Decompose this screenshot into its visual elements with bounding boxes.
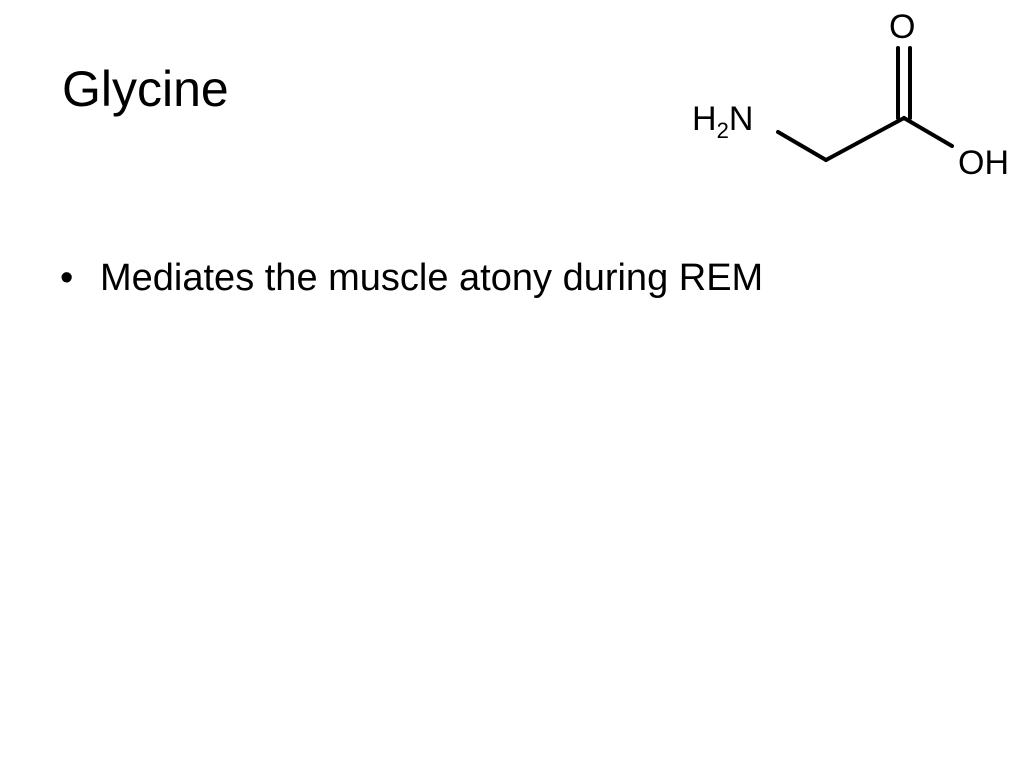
bond-c-oh	[902, 116, 954, 148]
carbonyl-o-label: O	[889, 8, 915, 46]
bond-n-ch2	[776, 130, 828, 162]
amine-subscript: 2	[717, 118, 729, 143]
slide-title: Glycine	[62, 61, 229, 117]
hydroxyl-label: OH	[958, 144, 1009, 182]
bullet-list: • Mediates the muscle atony during REM	[60, 256, 763, 302]
bond-ch2-c	[824, 116, 906, 162]
bullet-dot: •	[60, 257, 74, 299]
glycine-structure-diagram: O H2N OH	[692, 8, 1009, 182]
bullet-text: Mediates the muscle atony during REM	[100, 257, 764, 299]
amine-n: N	[729, 100, 754, 138]
bullet-item: • Mediates the muscle atony during REM	[60, 256, 763, 302]
amine-label: H2N	[692, 100, 753, 143]
amine-h: H	[692, 100, 717, 138]
